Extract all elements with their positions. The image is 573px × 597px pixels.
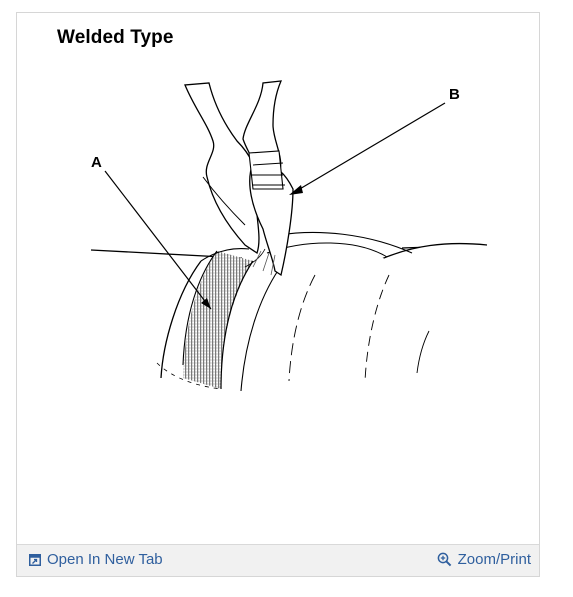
callout-label-b: B: [449, 86, 460, 103]
open-in-new-tab-label: Open In New Tab: [47, 551, 163, 568]
welded-type-illustration: A B: [90, 80, 539, 533]
callout-line-a: [104, 170, 212, 310]
callout-label-a: A: [91, 154, 102, 171]
callout-line-b: [292, 102, 446, 194]
cutter-tool: [184, 80, 294, 277]
figure-title: Welded Type: [57, 27, 174, 48]
magnifier-plus-icon: [437, 552, 452, 567]
illustration-panel: A B Welded Type Open In New Tab: [16, 12, 540, 577]
drum-body: [345, 243, 539, 533]
weld-band: [183, 251, 253, 389]
figure-footer-bar: Open In New Tab Zoom/Print: [17, 544, 539, 576]
open-in-new-tab-link[interactable]: Open In New Tab: [29, 551, 163, 568]
zoom-print-label: Zoom/Print: [457, 551, 531, 568]
open-new-tab-icon: [29, 553, 41, 566]
hub-body: [255, 244, 385, 391]
zoom-print-link[interactable]: Zoom/Print: [437, 551, 531, 568]
